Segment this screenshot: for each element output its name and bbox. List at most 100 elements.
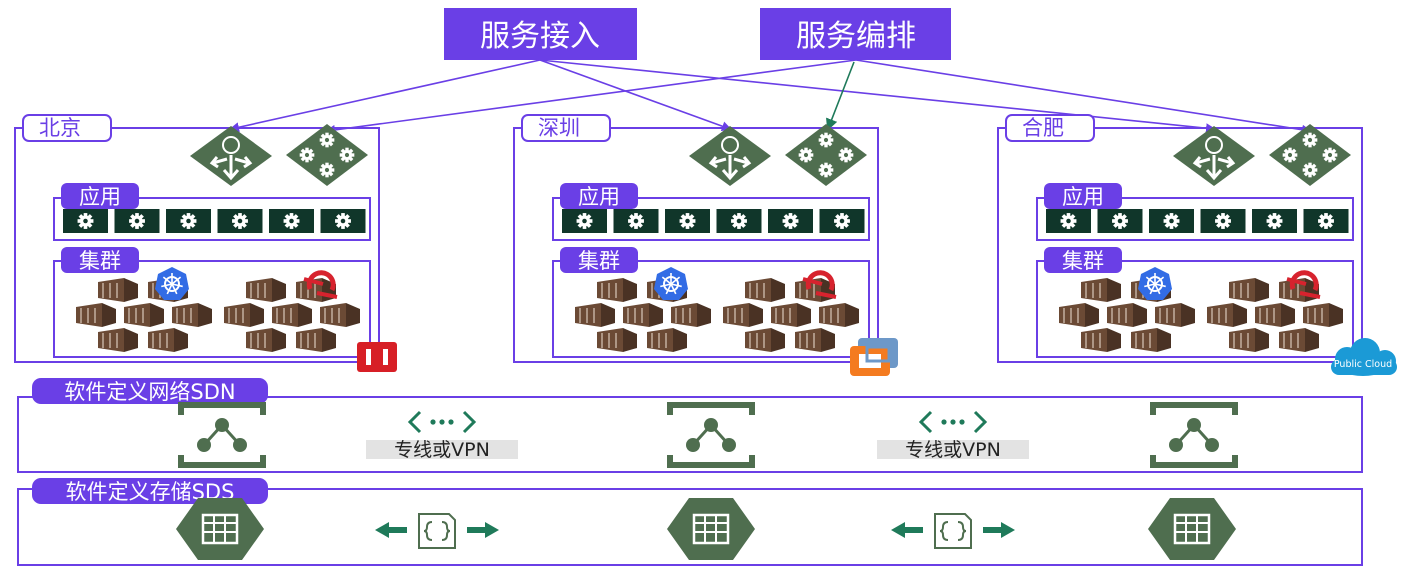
region-name: 合肥 — [1022, 116, 1064, 140]
app-service-icon — [716, 209, 762, 233]
app-service-icon — [819, 209, 865, 233]
connector-arrows — [229, 59, 1312, 135]
container-icon — [671, 303, 711, 327]
arrow-left-icon — [375, 522, 407, 538]
openshift-icon — [1286, 270, 1321, 299]
container-icon — [1107, 303, 1147, 327]
container-icon — [1303, 303, 1343, 327]
sds-band: 软件定义存储SDS — [17, 478, 1363, 566]
gear-icon — [299, 147, 315, 163]
gear-icon — [1302, 132, 1318, 148]
gear-icon — [679, 213, 696, 229]
sdn-switch-icon — [178, 402, 266, 468]
app-label: 应用 — [79, 185, 121, 209]
container-icon — [1131, 328, 1171, 352]
gear-icon — [576, 213, 593, 229]
container-icon — [1081, 278, 1121, 302]
app-service-icon — [217, 209, 263, 233]
gear-icon — [1112, 213, 1128, 229]
container-icon — [98, 328, 138, 352]
container-icon — [623, 303, 663, 327]
container-icon — [819, 303, 859, 327]
gear-icon — [339, 147, 355, 163]
code-brackets-icon — [407, 410, 477, 434]
openshift-icon — [802, 270, 837, 299]
app-service-icon — [665, 209, 710, 233]
container-icon — [224, 303, 264, 327]
public-cloud-label: Public Cloud — [1334, 359, 1392, 370]
app-label: 应用 — [1062, 185, 1104, 209]
gear-icon — [232, 213, 248, 229]
kubernetes-icon — [1138, 267, 1172, 300]
app-service-icon — [1097, 209, 1143, 233]
container-icon — [597, 328, 637, 352]
container-icon — [1207, 303, 1247, 327]
gear-icon — [1163, 213, 1180, 229]
gear-icon — [1318, 213, 1334, 229]
storage-node-icon — [176, 498, 264, 560]
container-icon — [1229, 278, 1269, 302]
container-icon — [1255, 303, 1295, 327]
container-icon — [575, 303, 615, 327]
router-icon — [190, 126, 272, 186]
app-service-icon — [114, 209, 160, 233]
kubernetes-icon — [654, 267, 688, 300]
gear-icon — [798, 147, 814, 163]
container-icon — [296, 328, 336, 352]
container-icon — [771, 303, 811, 327]
app-service-icon — [269, 209, 314, 233]
service-orchestration-label: 服务编排 — [796, 19, 916, 54]
orchestrator-icon — [785, 124, 867, 186]
arrow-right-icon — [467, 522, 499, 538]
app-service-icon — [613, 209, 659, 233]
app-service-icon — [320, 209, 366, 233]
app-service-icon — [166, 209, 211, 233]
router-icon — [1173, 126, 1255, 186]
container-icon — [1279, 328, 1319, 352]
container-icon — [148, 328, 188, 352]
app-service-icon — [1149, 209, 1194, 233]
vpn-label: 专线或VPN — [905, 439, 1001, 461]
container-icon — [246, 278, 286, 302]
gear-icon — [1215, 213, 1231, 229]
region-name: 深圳 — [538, 116, 580, 140]
container-icon — [1081, 328, 1121, 352]
vpn-link: 专线或VPN — [877, 410, 1029, 461]
service-access-label: 服务接入 — [480, 19, 600, 54]
public-cloud-icon: Public Cloud — [1331, 338, 1397, 376]
orchestrator-icon — [286, 124, 368, 186]
container-icon — [647, 328, 687, 352]
container-icon — [745, 328, 785, 352]
openshift-icon — [303, 270, 338, 299]
json-document-icon — [418, 513, 456, 549]
app-service-icon — [562, 209, 607, 233]
json-document-icon — [934, 513, 972, 549]
sdn-switch-icon — [1150, 402, 1238, 468]
gear-icon — [818, 132, 834, 148]
kubernetes-icon — [155, 267, 189, 300]
arrow-left-icon — [891, 522, 923, 538]
router-icon — [689, 126, 771, 186]
container-icon — [597, 278, 637, 302]
cluster-label: 集群 — [1062, 249, 1104, 273]
app-service-icon — [63, 209, 108, 233]
gear-icon — [283, 213, 300, 229]
sdn-label: 软件定义网络SDN — [64, 380, 235, 404]
cluster-label: 集群 — [578, 249, 620, 273]
code-brackets-icon — [918, 410, 988, 434]
gear-icon — [1282, 147, 1298, 163]
container-icon — [795, 328, 835, 352]
openstack-icon — [357, 342, 397, 372]
storage-node-icon — [1148, 498, 1236, 560]
gear-icon — [1060, 213, 1077, 229]
gear-icon — [818, 162, 834, 178]
service-orchestration-box: 服务编排 — [760, 8, 951, 60]
gear-icon — [628, 213, 644, 229]
region-name: 北京 — [39, 116, 81, 140]
sdn-band: 软件定义网络SDN 专线或VPN 专线或VPN — [17, 378, 1363, 473]
gear-icon — [834, 213, 850, 229]
gear-icon — [1266, 213, 1283, 229]
vpn-label: 专线或VPN — [394, 439, 490, 461]
